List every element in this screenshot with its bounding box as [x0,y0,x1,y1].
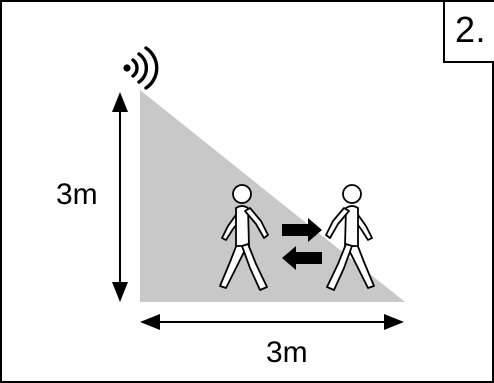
walking-person-icon [219,184,269,291]
vertical-dimension-arrow [112,92,128,302]
step-number-box: 2. [443,2,494,63]
height-label: 3m [56,178,98,211]
back-and-forth-arrows-icon [282,218,322,270]
horizontal-dimension-arrow [140,314,404,330]
detection-zone [140,90,405,302]
width-label: 3m [266,336,308,369]
walking-person-icon [325,184,375,291]
wireless-signal-icon [123,46,159,90]
step-number: 2. [455,9,487,50]
